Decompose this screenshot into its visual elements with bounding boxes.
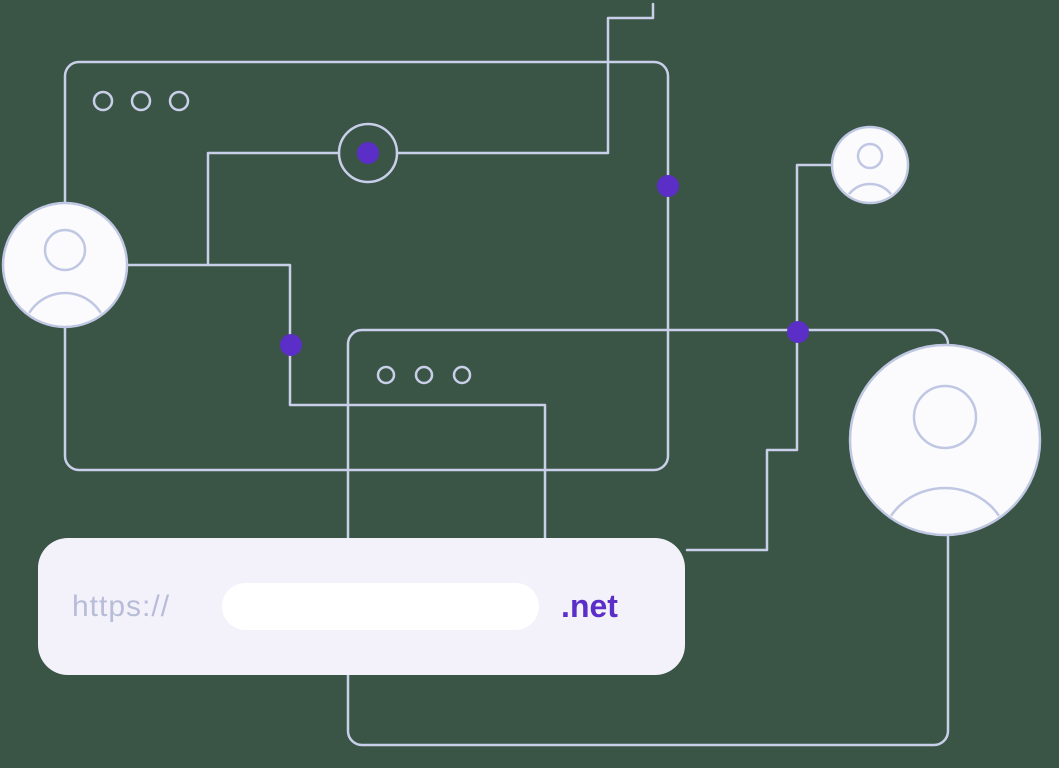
connector-ring-to-junction	[206, 151, 341, 267]
person-head-icon	[43, 228, 87, 272]
purple-node-dot-4	[787, 321, 809, 343]
url-protocol-label: https://	[72, 589, 171, 623]
window2-traffic-dot-3	[452, 365, 472, 385]
user-avatar-small-icon	[830, 125, 910, 205]
window2-traffic-dot-2	[414, 365, 434, 385]
url-bar: https:// .net	[38, 538, 685, 675]
window2-traffic-dot-1	[376, 365, 396, 385]
person-head-icon	[912, 384, 978, 450]
person-head-icon	[856, 142, 884, 170]
ring-node	[337, 122, 399, 184]
domain-input-pill	[222, 583, 540, 630]
person-shoulders-icon	[879, 486, 1011, 533]
purple-node-dot-1	[357, 142, 379, 164]
browser-window-outline-2	[346, 328, 950, 747]
tld-label: .net	[561, 588, 618, 624]
user-avatar-left-icon	[1, 201, 129, 329]
connector-small-avatar-to-urlbar	[685, 163, 834, 552]
window1-traffic-dot-3	[168, 90, 190, 112]
person-shoulders-icon	[842, 182, 898, 201]
purple-node-dot-3	[280, 334, 302, 356]
connector-avatar-to-urlbar	[125, 263, 547, 547]
person-shoulders-icon	[21, 291, 109, 325]
connector-top-to-ring	[395, 2, 655, 155]
window1-traffic-dot-2	[130, 90, 152, 112]
purple-node-dot-2	[657, 175, 679, 197]
user-avatar-large-icon	[848, 343, 1042, 537]
window1-traffic-dot-1	[92, 90, 114, 112]
